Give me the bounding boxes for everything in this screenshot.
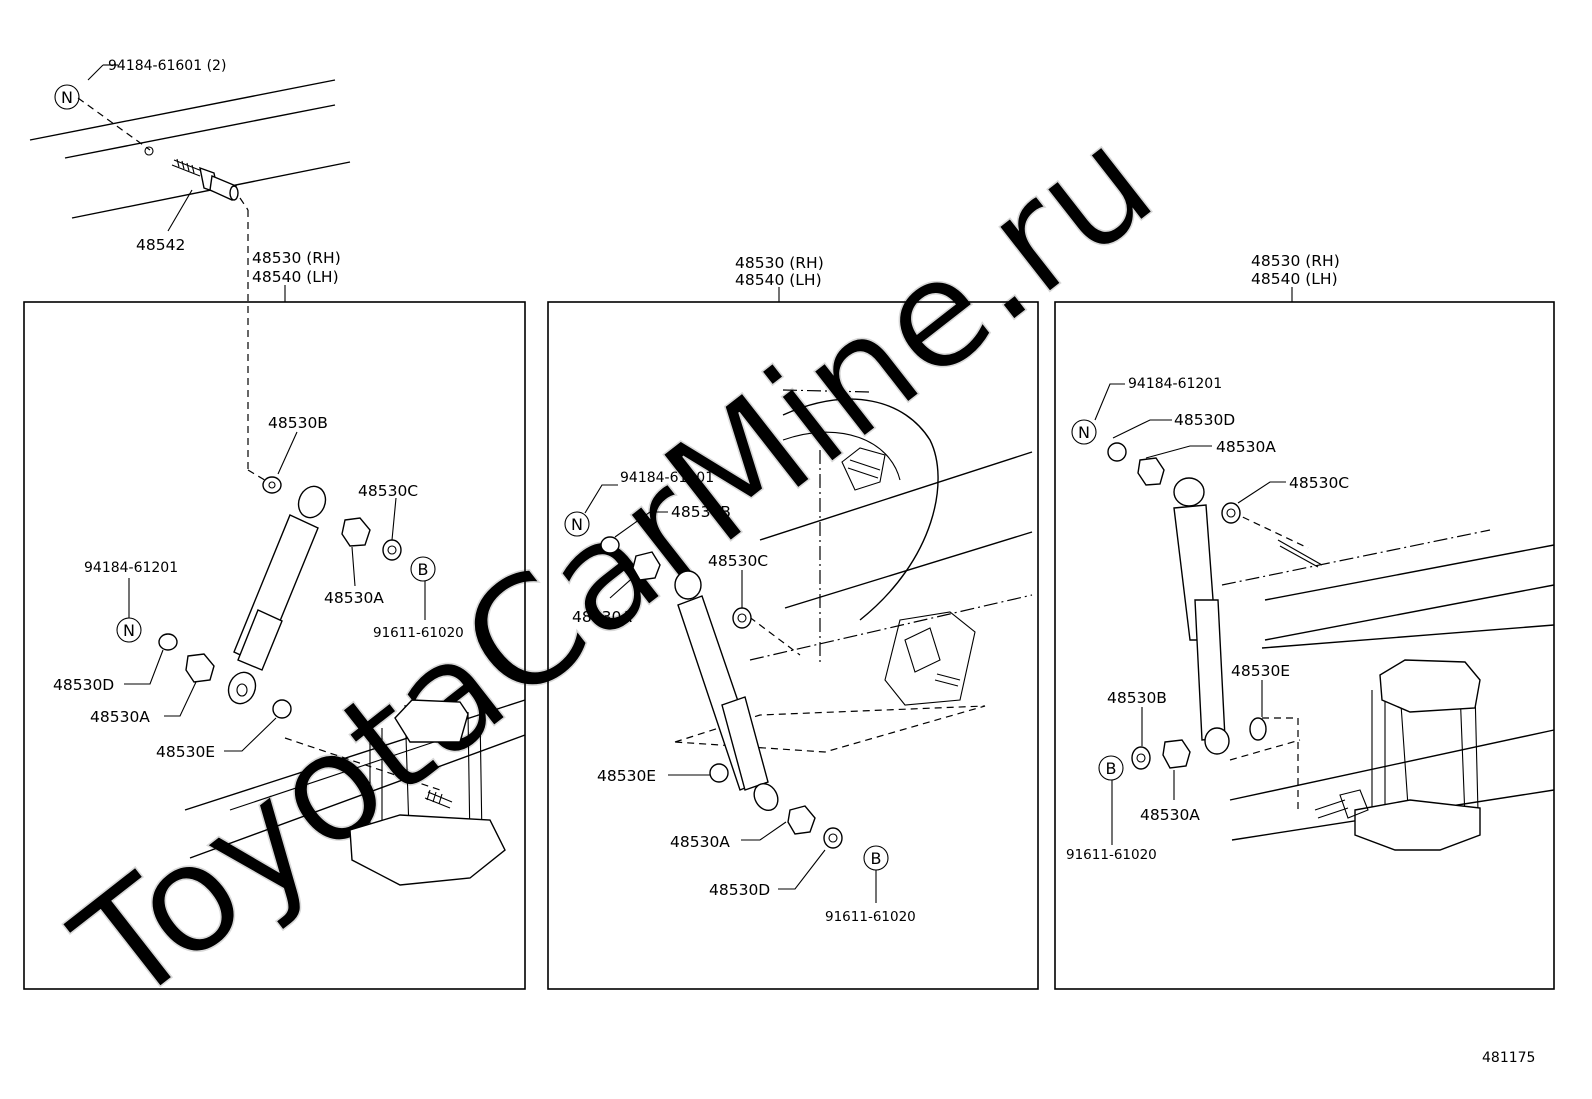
panel-3-n-symbol: N (1071, 419, 1097, 445)
panel-1-label-48530a: 48530A (90, 708, 150, 726)
panel-1-label-48530c: 48530C (358, 482, 418, 500)
washer-48530e-1 (272, 699, 292, 719)
panel-3-header-rh: 48530 (RH) (1251, 252, 1340, 270)
washer-48530d-1 (158, 633, 178, 651)
panel-1-label-n-ref: 94184-61201 (84, 560, 178, 576)
svg-text:B: B (418, 560, 429, 579)
panel-2-label-48530a: 48530A (670, 833, 730, 851)
washer-48530b-2 (600, 536, 620, 554)
panel-2-header-rh: 48530 (RH) (735, 254, 824, 272)
nut-48530c-1 (382, 539, 402, 561)
bushing-48530a-top-3 (1137, 457, 1165, 486)
washer-48530e-3 (1249, 717, 1267, 741)
bushing-48530a-top-1 (341, 517, 371, 547)
nut-48530c-2 (732, 607, 752, 629)
panel-2-n-symbol: N (564, 511, 590, 537)
diagram-number: 481175 (1482, 1050, 1535, 1066)
panel-2-header-lh: 48540 (LH) (735, 271, 822, 289)
watermark: ToyotaCarMine.ru (44, 94, 1185, 1038)
bushing-48530a-top-2 (632, 551, 661, 581)
panel-3: 48530 (RH) 48540 (LH) (1054, 252, 1555, 990)
panel-1-label-48530e: 48530E (156, 743, 215, 761)
panel-2-label-48530c: 48530C (708, 552, 768, 570)
panel-3-label-48530d: 48530D (1174, 411, 1235, 429)
panel-3-label-48530b: 48530B (1107, 689, 1167, 707)
panel-3-frame (1054, 301, 1555, 990)
panel-1-n-symbol: N (116, 617, 142, 643)
panel-1-label-48530a-top: 48530A (324, 589, 384, 607)
panel-3-label-b-ref: 91611-61020 (1066, 847, 1157, 863)
nut-48530c-3 (1221, 502, 1241, 524)
bushing-48530a-1 (185, 653, 215, 683)
washer-48530d-2 (823, 827, 843, 849)
top-frame-assembly (29, 64, 351, 483)
panel-2: 48530 (RH) 48540 (LH) (547, 254, 1039, 990)
panel-1-label-48530d: 48530D (53, 676, 114, 694)
panel-1-label-b-ref: 91611-61020 (373, 625, 464, 641)
panel-1-header-lh: 48540 (LH) (252, 268, 339, 286)
panel-3-label-n-ref: 94184-61201 (1128, 376, 1222, 392)
stud-pin-48542 (171, 158, 239, 201)
panel-3-b-symbol: B (1098, 755, 1124, 781)
washer-48530b-1 (262, 476, 282, 494)
washer-48530d-3 (1107, 442, 1127, 462)
svg-text:N: N (123, 621, 135, 640)
panel-3-label-48530a: 48530A (1140, 806, 1200, 824)
top-n-symbol: N (54, 84, 80, 110)
panel-1-frame (23, 301, 526, 990)
panel-1-label-48530b: 48530B (268, 414, 328, 432)
panel-3-label-48530c: 48530C (1289, 474, 1349, 492)
shock-absorber-2 (674, 570, 779, 812)
top-bolt-label: 94184-61601 (2) (108, 58, 226, 74)
svg-text:N: N (571, 515, 583, 534)
bushing-48530a-2 (787, 805, 816, 835)
nut-48530b-3 (1131, 746, 1151, 770)
shock-absorber-1 (227, 485, 327, 705)
panel-3-label-48530a-top: 48530A (1216, 438, 1276, 456)
panel-2-label-n-ref: 94184-61201 (620, 470, 714, 486)
n-symbol: N (61, 88, 73, 107)
svg-text:B: B (871, 849, 882, 868)
washer-48530e-2 (709, 763, 729, 783)
panel-1-b-symbol: B (410, 556, 436, 582)
panel-2-label-b-ref: 91611-61020 (825, 909, 916, 925)
bushing-48530a-3 (1162, 739, 1191, 769)
panel-2-label-48530e: 48530E (597, 767, 656, 785)
panel-2-label-48530d: 48530D (709, 881, 770, 899)
panel-1: 48530 (RH) 48540 (LH) (23, 249, 526, 990)
svg-text:N: N (1078, 423, 1090, 442)
panel-2-label-48530b: 48530B (671, 503, 731, 521)
panel-3-header-lh: 48540 (LH) (1251, 270, 1338, 288)
panel-1-header-rh: 48530 (RH) (252, 249, 341, 267)
svg-text:B: B (1106, 759, 1117, 778)
panel-2-b-symbol: B (863, 845, 889, 871)
panel-3-label-48530e: 48530E (1231, 662, 1290, 680)
pin-label-48542: 48542 (136, 236, 185, 254)
panel-2-label-48530a-top: 48530A (572, 608, 632, 626)
panel-2-frame (547, 301, 1039, 990)
shock-absorber-3 (1173, 477, 1230, 755)
